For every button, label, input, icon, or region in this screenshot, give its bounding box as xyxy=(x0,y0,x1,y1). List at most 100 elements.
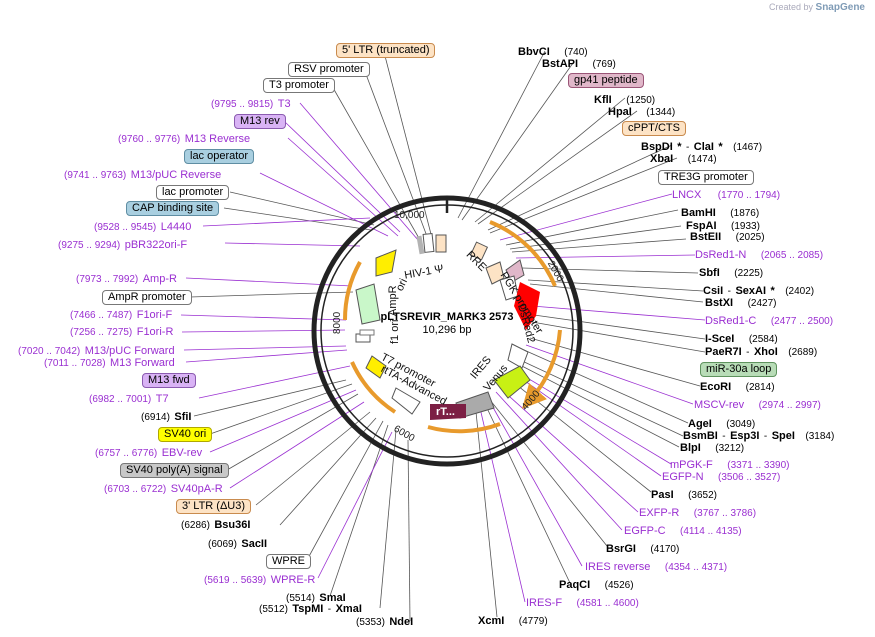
csii-sexai-site[interactable]: CsiI - SexAI * (2402) xyxy=(703,283,814,299)
enzyme-label: I-SceI xyxy=(705,333,735,345)
bstapi-site[interactable]: BstAPI (769) xyxy=(542,56,616,72)
site-position: (3049) xyxy=(726,419,756,430)
f1ori-f-primer[interactable]: (7466 .. 7487) F1ori-F xyxy=(70,307,172,323)
enzyme-label: PasI xyxy=(651,489,674,501)
lncx-primer[interactable]: LNCX (1770 .. 1794) xyxy=(672,187,780,203)
ebv-rev-primer[interactable]: (6757 .. 6776) EBV-rev xyxy=(95,445,202,461)
egfp-n-primer[interactable]: EGFP-N (3506 .. 3527) xyxy=(662,469,780,485)
egfp-c-primer[interactable]: EGFP-C (4114 .. 4135) xyxy=(624,523,742,539)
ltr5-feature[interactable]: 5' LTR (truncated) xyxy=(336,43,436,58)
enzyme-label: SpeI xyxy=(771,430,795,442)
t7-primer[interactable]: (6982 .. 7001) T7 xyxy=(89,391,169,407)
site-position: (2225) xyxy=(734,268,764,279)
exfp-r-primer[interactable]: EXFP-R (3767 .. 3786) xyxy=(639,505,756,521)
m13-puc-reverse-primer[interactable]: (9741 .. 9763) M13/pUC Reverse xyxy=(64,167,221,183)
plasmid-size: 10,296 bp xyxy=(423,324,472,336)
sacii-site[interactable]: (6069) SacII xyxy=(208,536,267,552)
cppt-cts-feature[interactable]: cPPT/CTS xyxy=(622,121,686,136)
mir30a-loop-feature[interactable]: miR-30a loop xyxy=(700,362,778,377)
paer7i-xhoi-site[interactable]: PaeR7I - XhoI (2689) xyxy=(705,344,817,360)
pbr322ori-primer[interactable]: (9275 .. 9294) pBR322ori-F xyxy=(58,237,187,253)
m13-fwd-feature[interactable]: M13 fwd xyxy=(142,373,196,388)
pasi-site[interactable]: PasI (3652) xyxy=(651,487,717,503)
lac-promoter-feature[interactable]: lac promoter xyxy=(156,185,230,200)
blpi-site[interactable]: BlpI (3212) xyxy=(680,440,744,456)
t3-primer[interactable]: (9795 .. 9815) T3 xyxy=(211,96,291,112)
mpgk-f-primer[interactable]: mPGK-F (3371 .. 3390) xyxy=(670,457,790,473)
ampr-promoter-feature[interactable]: AmpR promoter xyxy=(102,290,192,305)
rsv-promoter-feature[interactable]: RSV promoter xyxy=(288,62,370,77)
ecori-site[interactable]: EcoRI (2814) xyxy=(700,379,775,395)
sv40pa-r-primer[interactable]: (6703 .. 6722) SV40pA-R xyxy=(104,481,223,497)
site-position: (2689) xyxy=(788,347,818,358)
ltr3-feature[interactable]: 3' LTR (ΔU3) xyxy=(176,499,252,514)
cap-binding-site-feature[interactable]: CAP binding site xyxy=(126,201,220,216)
enzyme-label: FspAI xyxy=(686,220,717,232)
bsteii-site[interactable]: BstEII (2025) xyxy=(690,229,765,245)
ires-reverse-primer[interactable]: IRES reverse (4354 .. 4371) xyxy=(585,559,727,575)
primer-position: (2974 .. 2997) xyxy=(758,400,821,411)
m13-rev-feature[interactable]: M13 rev xyxy=(234,114,286,129)
bstxi-site[interactable]: BstXI (2427) xyxy=(705,295,776,311)
separator: - xyxy=(763,431,768,442)
site-position: (1344) xyxy=(646,107,676,118)
ires-f-primer[interactable]: IRES-F (4581 .. 4600) xyxy=(526,595,639,611)
primer-position: (3506 .. 3527) xyxy=(718,472,781,483)
enzyme-label: BstAPI xyxy=(542,58,579,70)
dsred1-c-primer[interactable]: DsRed1-C (2477 .. 2500) xyxy=(705,313,833,329)
fspai-site[interactable]: FspAI (1933) xyxy=(686,218,760,234)
smai-site[interactable]: (5514) SmaI xyxy=(286,590,346,606)
l4440-primer[interactable]: (9528 .. 9545) L4440 xyxy=(94,219,191,235)
primer-label: WPRE-R xyxy=(270,574,316,586)
primer-label: M13/pUC Reverse xyxy=(130,169,222,181)
bsu36i-site[interactable]: (6286) Bsu36I xyxy=(181,517,250,533)
primer-label: MSCV-rev xyxy=(694,399,745,411)
enzyme-label: Esp3I xyxy=(730,430,760,442)
tre3g-promoter-feature[interactable]: TRE3G promoter xyxy=(658,170,754,185)
primer-position: (5619 .. 5639) xyxy=(204,575,267,586)
paqci-site[interactable]: PaqCI (4526) xyxy=(559,577,634,593)
primer-label: EBV-rev xyxy=(161,447,203,459)
bsrgi-site[interactable]: BsrGI (4170) xyxy=(606,541,679,557)
wpre-r-primer[interactable]: (5619 .. 5639) WPRE-R xyxy=(204,572,315,588)
m13-reverse-primer[interactable]: (9760 .. 9776) M13 Reverse xyxy=(118,131,250,147)
sbfi-site[interactable]: SbfI (2225) xyxy=(699,265,763,281)
enzyme-label: HpaI xyxy=(608,106,632,118)
dsred1-n-primer[interactable]: DsRed1-N (2065 .. 2085) xyxy=(695,247,823,263)
xcmi-site[interactable]: XcmI (4779) xyxy=(478,613,548,629)
amp-r-primer[interactable]: (7973 .. 7992) Amp-R xyxy=(76,271,177,287)
primer-position: (7466 .. 7487) xyxy=(70,310,133,321)
separator: - xyxy=(685,142,690,153)
wpre-feature[interactable]: WPRE xyxy=(266,554,311,569)
gp41-peptide-feature[interactable]: gp41 peptide xyxy=(568,73,644,88)
enzyme-label: KflI xyxy=(594,94,612,106)
lac-operator-feature[interactable]: lac operator xyxy=(184,149,255,164)
bbvci-site[interactable]: BbvCI (740) xyxy=(518,44,588,60)
snapgene-logo: SnapGene xyxy=(815,2,865,13)
t3-promoter-feature[interactable]: T3 promoter xyxy=(263,78,335,93)
m13-forward-primer[interactable]: (7011 .. 7028) M13 Forward xyxy=(44,355,175,371)
primer-position: (9528 .. 9545) xyxy=(94,222,157,233)
enzyme-label: BspDI xyxy=(641,141,673,153)
xbai-site[interactable]: XbaI (1474) xyxy=(650,151,717,167)
tspmi-xmai-site[interactable]: (5512) TspMI - XmaI xyxy=(259,601,362,617)
bsmbi-esp3i-spei-site[interactable]: BsmBI - Esp3I - SpeI (3184) xyxy=(683,428,834,444)
f1ori-r-primer[interactable]: (7256 .. 7275) F1ori-R xyxy=(70,324,173,340)
kfli-site[interactable]: KflI (1250) xyxy=(594,92,655,108)
i-scei-site[interactable]: I-SceI (2584) xyxy=(705,331,778,347)
sfii-site[interactable]: (6914) SfiI xyxy=(141,409,191,425)
primer-position: (7020 .. 7042) xyxy=(18,346,81,357)
site-position: (5353) xyxy=(356,617,385,628)
m13-puc-forward-primer[interactable]: (7020 .. 7042) M13/pUC Forward xyxy=(18,343,175,359)
enzyme-label: SbfI xyxy=(699,267,720,279)
bspdi-clai-site[interactable]: BspDI * - ClaI * (1467) xyxy=(641,139,762,155)
bamhi-site[interactable]: BamHI (1876) xyxy=(681,205,759,221)
ndei-site[interactable]: (5353) NdeI xyxy=(356,614,413,630)
hpai-site[interactable]: HpaI (1344) xyxy=(608,104,675,120)
sv40-ori-feature[interactable]: SV40 ori xyxy=(158,427,213,442)
mscv-rev-primer[interactable]: MSCV-rev (2974 .. 2997) xyxy=(694,397,821,413)
primer-label: mPGK-F xyxy=(670,459,713,471)
site-position: (6286) xyxy=(181,520,210,531)
agei-site[interactable]: AgeI (3049) xyxy=(688,416,755,432)
sv40-polya-feature[interactable]: SV40 poly(A) signal xyxy=(120,463,229,478)
